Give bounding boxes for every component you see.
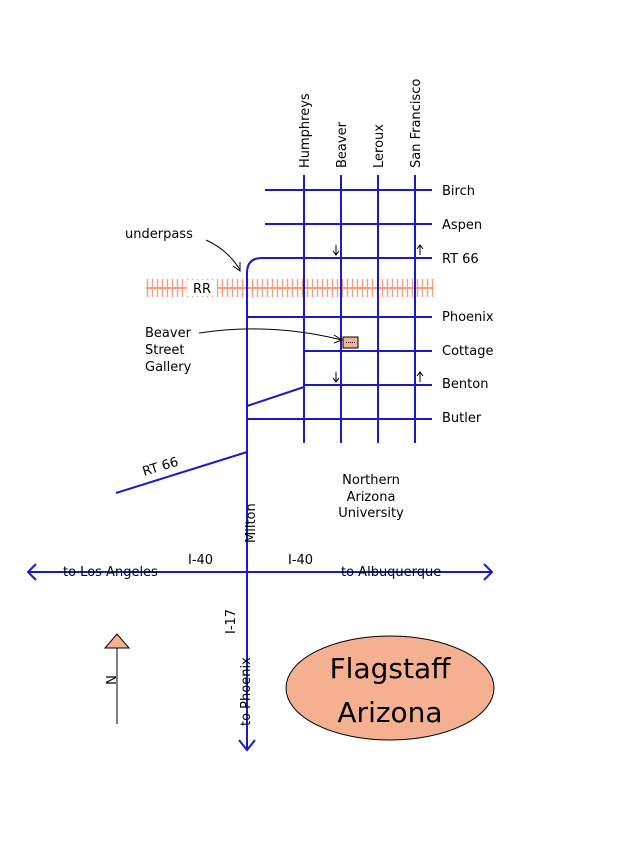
gallery-label-line3: Gallery [145, 360, 192, 375]
connector-road [246, 386, 305, 407]
underpass-label: underpass [125, 227, 193, 242]
gallery-label-line1: Beaver [145, 326, 192, 341]
i40-west-label: I-40 [188, 553, 213, 568]
title-line2: Arizona [337, 696, 442, 729]
i17-south-arrowhead [238, 739, 256, 752]
street-label-milton: Milton [244, 503, 259, 543]
gallery-label-line2: Street [145, 343, 185, 358]
title-badge: Flagstaff Arizona [285, 635, 495, 741]
street-label-beaver: Beaver [335, 121, 350, 168]
nau-label-line1: Northern [342, 473, 400, 488]
railroad-label: RR [193, 282, 211, 297]
street-label-birch: Birch [442, 184, 475, 199]
street-label-benton: Benton [442, 377, 488, 392]
street-label-butler: Butler [442, 411, 482, 426]
north-arrow-icon: N [103, 633, 131, 724]
nau-label-line3: University [338, 506, 404, 521]
to-phoenix-label: to Phoenix [239, 657, 254, 726]
i17-label: I-17 [224, 609, 239, 634]
street-label-cottage: Cottage [442, 344, 493, 359]
title-line1: Flagstaff [330, 652, 452, 685]
i40-east-label: I-40 [288, 553, 313, 568]
up-arrow-icon [416, 244, 424, 255]
i40-east-arrowhead [483, 563, 494, 581]
i40-west-arrowhead [26, 563, 37, 581]
street-label-san-francisco: San Francisco [409, 79, 424, 168]
railroad-ties [146, 279, 434, 297]
down-arrow-icon [332, 372, 340, 383]
up-arrow-icon [416, 371, 424, 382]
gallery-marker [342, 336, 359, 349]
street-label-phoenix: Phoenix [442, 310, 494, 325]
street-milton-line [246, 257, 263, 748]
street-label-humphreys: Humphreys [298, 93, 313, 168]
railroad [146, 279, 434, 297]
road-network [26, 175, 494, 752]
street-label-aspen: Aspen [442, 218, 482, 233]
gallery-pointer [198, 328, 344, 344]
street-label-rt66: RT 66 [442, 252, 479, 267]
nau-label-line2: Arizona [347, 490, 396, 505]
underpass-pointer [205, 239, 241, 272]
rt66-southwest-line [115, 451, 248, 494]
to-albuquerque-label: to Albuquerque [341, 565, 441, 580]
down-arrow-icon [332, 245, 340, 256]
rt66-southwest-label: RT 66 [141, 455, 180, 480]
north-label: N [105, 675, 120, 685]
one-way-arrows [332, 244, 424, 383]
to-los-angeles-label: to Los Angeles [63, 565, 158, 580]
street-label-leroux: Leroux [372, 124, 387, 168]
